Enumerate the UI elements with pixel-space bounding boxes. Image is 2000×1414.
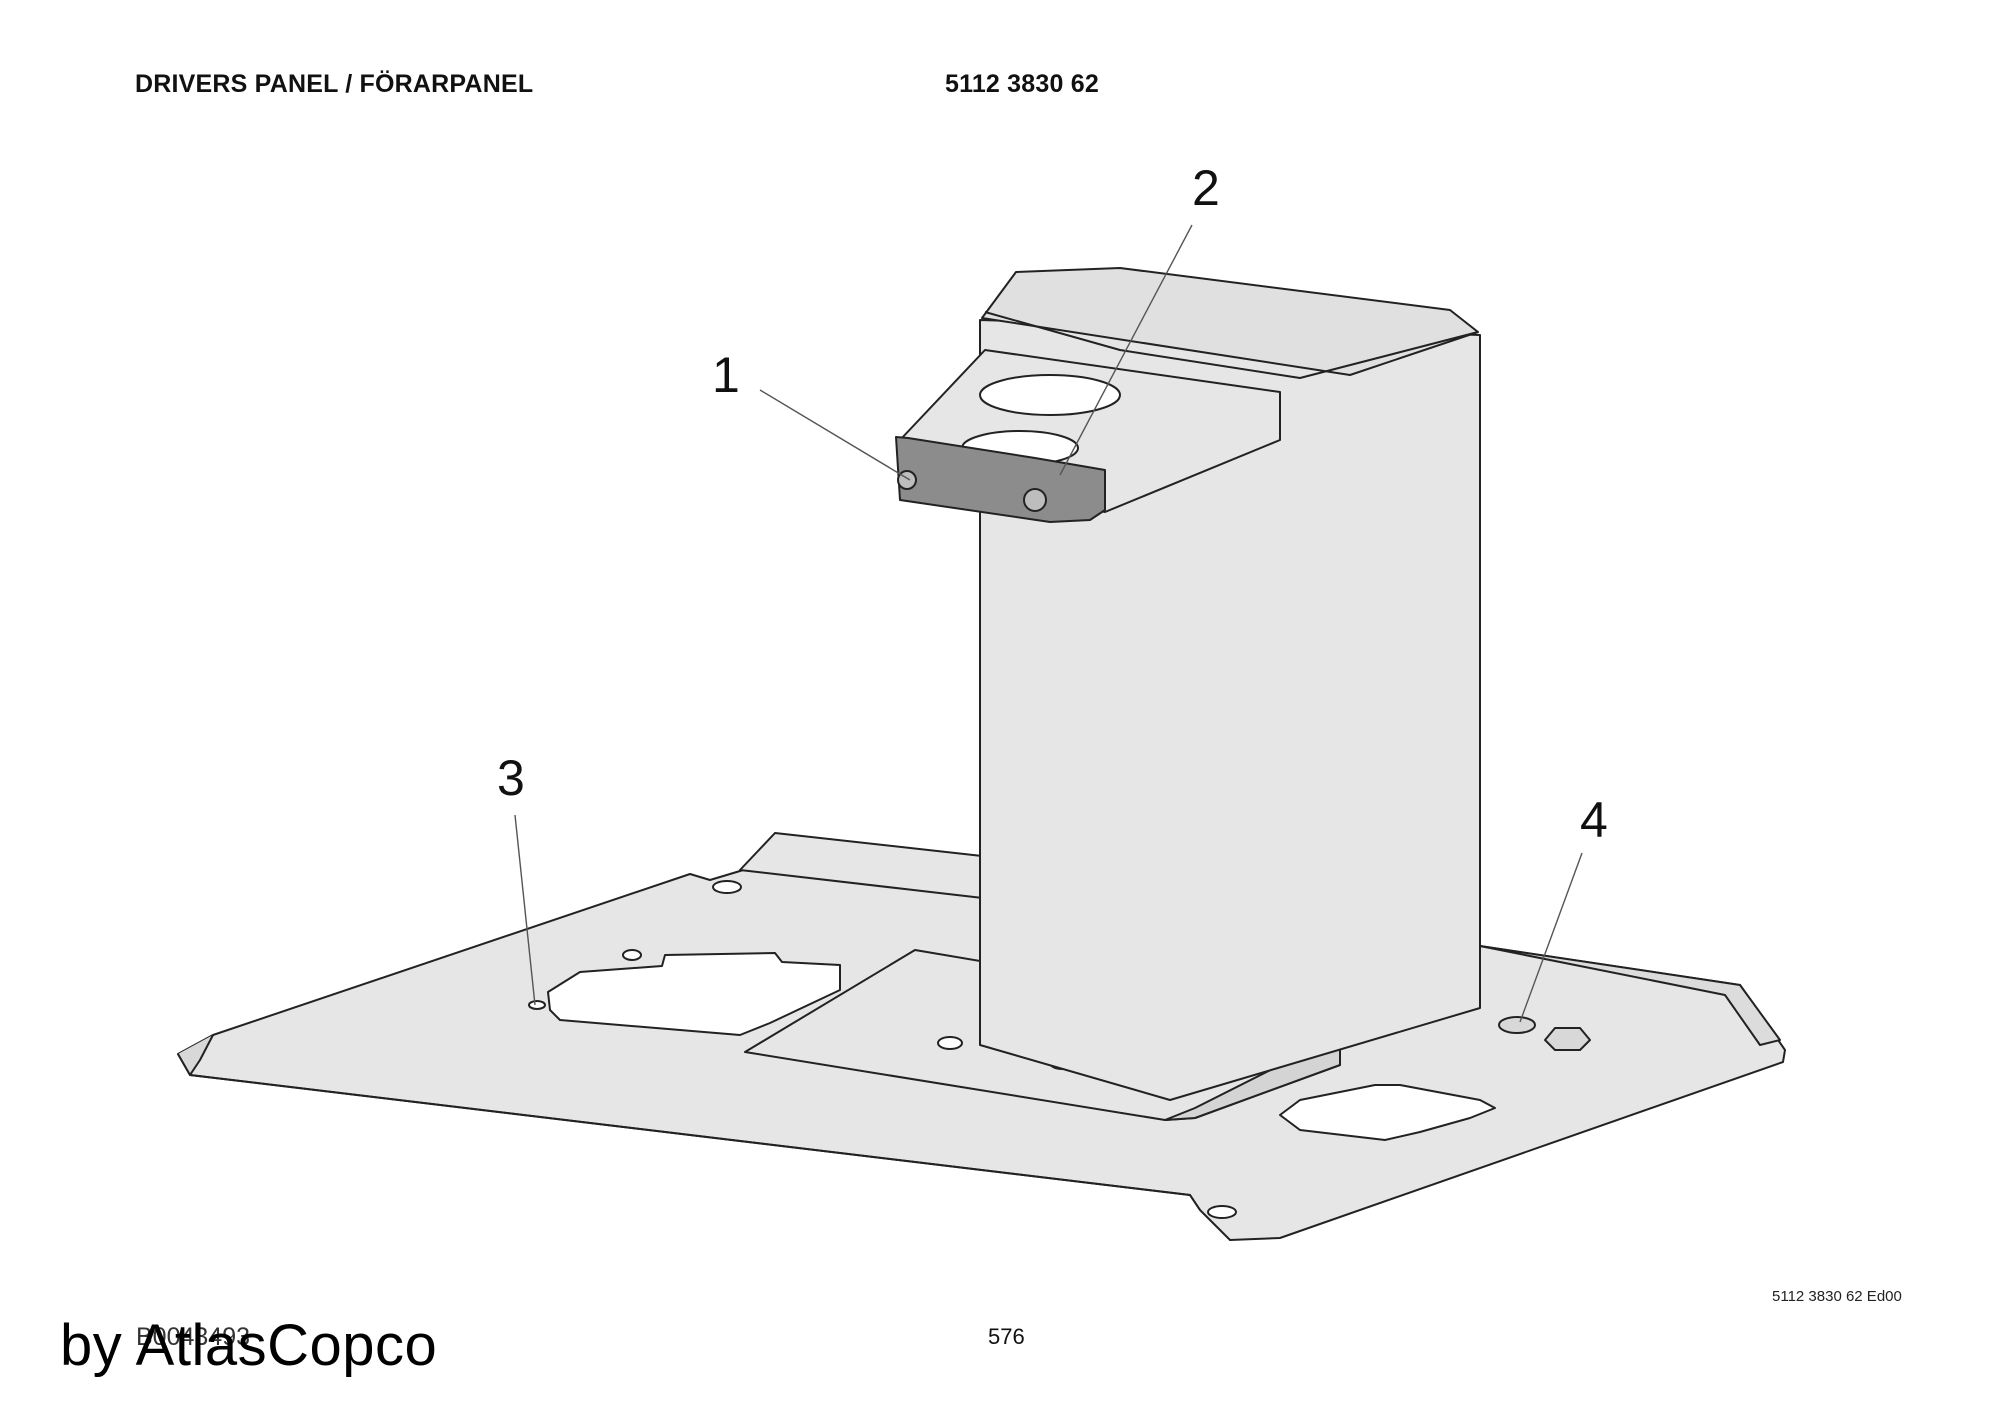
- mounting-hole: [937, 1036, 963, 1050]
- plate-hole: [712, 880, 742, 894]
- leader-line-4: [1519, 852, 1583, 1023]
- leader-line-1: [759, 389, 911, 481]
- hex-bolt: [1544, 1027, 1591, 1051]
- callout-4: 4: [1580, 792, 1608, 848]
- watermark: by AtlasCopco: [60, 1313, 438, 1378]
- bracket-clamp-highlight: [895, 436, 1106, 523]
- bracket-screw: [1023, 488, 1047, 512]
- part-number: 5112 3830 62: [945, 70, 1099, 98]
- base-plate-left-fold: [177, 1034, 214, 1076]
- plate-cutout-right: [1279, 1084, 1496, 1141]
- plate-cutout-left: [547, 952, 841, 1036]
- page-number: 576: [988, 1324, 1025, 1349]
- edition-number: 5112 3830 62 Ed00: [1772, 1288, 1902, 1305]
- plate-hole: [1207, 1205, 1237, 1219]
- callout-3: 3: [497, 750, 525, 806]
- column-top-edge: [984, 311, 1479, 379]
- bracket-hole: [979, 374, 1121, 416]
- washer: [1498, 1016, 1536, 1034]
- column-top: [981, 267, 1479, 376]
- leader-line-2: [1059, 224, 1193, 476]
- leader-line-3: [514, 814, 536, 1006]
- page-title: DRIVERS PANEL / FÖRARPANEL: [135, 70, 534, 98]
- drawing-number: B0043493: [136, 1323, 251, 1351]
- base-plate-front-edge: [189, 1074, 1201, 1211]
- base-plate-right-flange: [1479, 945, 1781, 1046]
- plate-hole: [528, 1000, 546, 1010]
- callout-1: 1: [712, 347, 740, 403]
- plate-hole: [622, 949, 642, 961]
- callout-2: 2: [1192, 160, 1220, 216]
